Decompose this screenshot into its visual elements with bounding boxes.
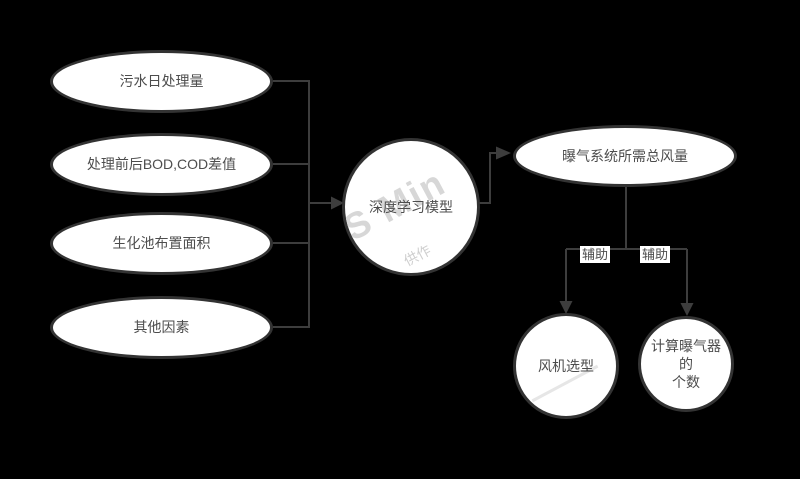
node-label: 深度学习模型	[369, 198, 453, 215]
node-biochemical-tank-area: 生化池布置面积	[50, 212, 273, 275]
node-daily-sewage-volume: 污水日处理量	[50, 50, 273, 113]
edge-label-auxiliary-right: 辅助	[640, 246, 671, 263]
node-label: 曝气系统所需总风量	[562, 147, 688, 164]
arrowhead-to-fan	[559, 301, 573, 314]
node-bod-cod-difference: 处理前后BOD,COD差值	[50, 133, 273, 196]
node-label: 处理前后BOD,COD差值	[86, 156, 237, 173]
node-aerator-count: 计算曝气器的 个数	[638, 316, 734, 412]
arrowhead-to-model	[331, 196, 344, 210]
node-label: 其他因素	[133, 319, 190, 336]
node-label: 污水日处理量	[119, 73, 204, 90]
arrowhead-to-aerator	[680, 303, 694, 316]
node-fan-selection: 风机选型	[513, 313, 619, 419]
edge-label-text: 辅助	[642, 247, 669, 262]
node-label: 计算曝气器的 个数	[651, 337, 721, 391]
arrowhead-to-output	[496, 146, 511, 160]
node-other-factors: 其他因素	[50, 296, 273, 359]
edge-model-to-output	[478, 152, 496, 204]
node-total-air-demand: 曝气系统所需总风量	[513, 125, 737, 187]
edge-label-auxiliary-left: 辅助	[580, 246, 611, 263]
edge-label-text: 辅助	[582, 247, 609, 262]
node-label: 生化池布置面积	[112, 235, 211, 252]
node-deep-learning-model: S Min 供作 深度学习模型	[342, 138, 480, 276]
watermark-text: 供作	[401, 241, 434, 270]
node-label: 风机选型	[538, 357, 594, 374]
